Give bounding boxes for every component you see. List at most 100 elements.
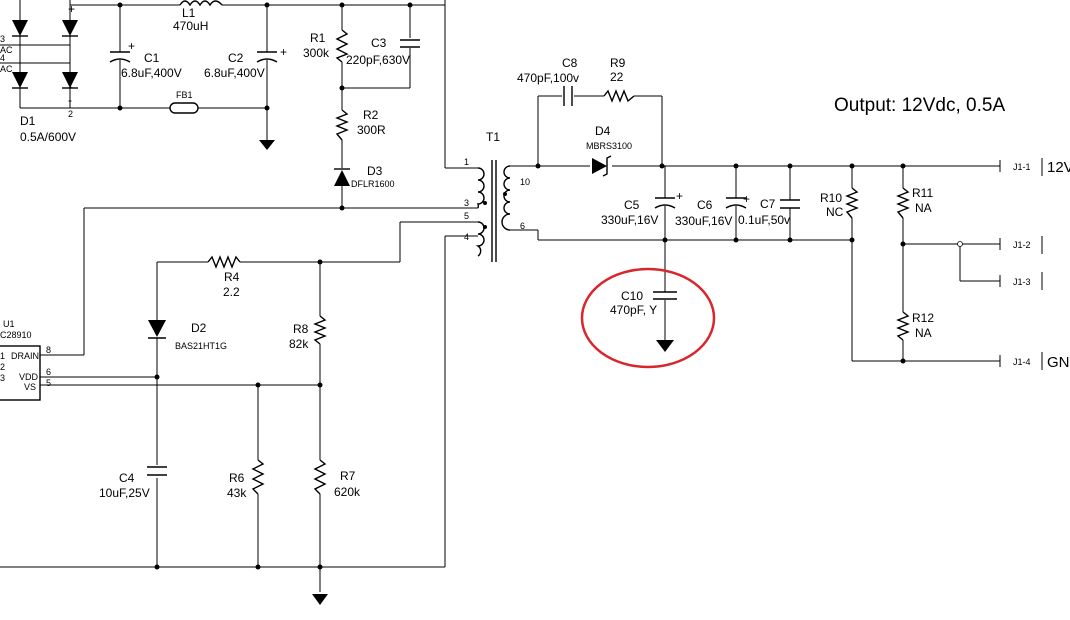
controller-u1: U1 C28910 DRAIN VDD VS 8 6 5 1 2 3 xyxy=(0,319,51,401)
d2-value: BAS21HT1G xyxy=(175,341,227,351)
fb1-ref: FB1 xyxy=(176,90,193,100)
u1-pin-6: 6 xyxy=(46,367,51,377)
r11-value: NA xyxy=(915,201,932,215)
connector-j1: J1-1 12V J1-2 J1-3 J1-4 GN xyxy=(1013,159,1070,371)
l1-ref: L1 xyxy=(182,6,196,20)
diode-d2: D2 BAS21HT1G xyxy=(148,320,227,351)
capacitor-c3: C3 220pF,630V xyxy=(346,36,420,67)
d2-ref: D2 xyxy=(191,321,207,335)
d4-ref: D4 xyxy=(595,124,611,138)
r6-ref: R6 xyxy=(229,471,245,485)
capacitor-c8: C8 470pF,100v xyxy=(517,56,579,106)
c2-polarity: + xyxy=(280,45,287,59)
d3-value: DFLR1600 xyxy=(351,179,395,189)
resistor-r12: R12 NA xyxy=(896,311,934,341)
junctions xyxy=(117,2,963,570)
r10-ref: R10 xyxy=(820,191,842,205)
l1-value: 470uH xyxy=(173,19,208,33)
d4-value: MBRS3100 xyxy=(586,141,632,151)
r6-value: 43k xyxy=(227,486,247,500)
ground-symbol-c2 xyxy=(259,140,275,150)
c6-ref: C6 xyxy=(697,198,713,212)
r2-ref: R2 xyxy=(363,108,379,122)
c4-ref: C4 xyxy=(119,471,135,485)
c10-value: 470pF, Y xyxy=(610,303,657,317)
capacitor-c2: + C2 6.8uF,400V xyxy=(204,45,287,80)
c1-polarity: + xyxy=(128,39,135,53)
j1-4-pin: J1-4 xyxy=(1013,357,1031,367)
c7-ref: C7 xyxy=(760,197,776,211)
r10-value: NC xyxy=(826,205,844,219)
t1-pin-10: 10 xyxy=(520,177,530,187)
capacitor-c7: C7 0.1uF,50v xyxy=(738,197,800,227)
bridge-ac-bot-label: AC xyxy=(0,64,13,74)
diode-d4: D4 MBRS3100 xyxy=(586,124,632,177)
r7-value: 620k xyxy=(334,485,361,499)
resistor-r7: R7 620k xyxy=(313,459,361,499)
bridge-plus-label: + xyxy=(68,2,75,16)
c10-ref: C10 xyxy=(621,289,643,303)
highlight-circle xyxy=(580,267,716,369)
resistor-r8: R8 82k xyxy=(289,315,327,351)
u1-vs-label: VS xyxy=(24,382,36,392)
c5-polarity: + xyxy=(676,189,683,203)
t1-pin-1: 1 xyxy=(464,157,469,167)
u1-pin-8: 8 xyxy=(46,345,51,355)
c2-value: 6.8uF,400V xyxy=(204,66,265,80)
bridge-pin-4: 4 xyxy=(0,53,5,63)
r4-ref: R4 xyxy=(224,270,240,284)
r11-ref: R11 xyxy=(912,186,933,200)
d1-ref: D1 xyxy=(20,114,36,128)
t1-pin-3: 3 xyxy=(464,198,469,208)
j1-2-pin: J1-2 xyxy=(1013,240,1031,250)
capacitor-c5: + C5 330uF,16V xyxy=(601,189,683,227)
c6-polarity: + xyxy=(743,192,750,206)
ground-symbol-main xyxy=(312,594,328,605)
capacitor-c1: + C1 6.8uF,400V xyxy=(109,39,182,80)
d3-ref: D3 xyxy=(367,164,383,178)
diode-d3: D3 DFLR1600 xyxy=(334,164,395,189)
capacitor-c10: C10 470pF, Y xyxy=(610,289,677,352)
u1-pin-l2: 2 xyxy=(0,362,5,372)
resistor-r9: R9 22 xyxy=(603,56,635,103)
inductor-l1: L1 470uH xyxy=(173,0,223,33)
c3-ref: C3 xyxy=(371,36,387,50)
u1-ref: U1 xyxy=(3,319,15,329)
wires xyxy=(0,0,1043,592)
t1-pin-5: 5 xyxy=(464,211,469,221)
resistor-r11: R11 NA xyxy=(896,186,933,219)
resistor-r4: R4 2.2 xyxy=(207,255,241,299)
resistor-r2: R2 300R xyxy=(335,108,386,141)
j1-3-pin: J1-3 xyxy=(1013,277,1031,287)
r2-value: 300R xyxy=(357,123,386,137)
c2-ref: C2 xyxy=(228,51,244,65)
t1-pin-6: 6 xyxy=(520,221,525,231)
c4-value: 10uF,25V xyxy=(99,486,150,500)
c5-ref: C5 xyxy=(624,198,640,212)
r4-value: 2.2 xyxy=(223,285,240,299)
ferrite-bead-fb1: FB1 xyxy=(169,90,199,114)
c6-value: 330uF,16V xyxy=(675,214,732,228)
ground-symbol-c10 xyxy=(656,340,674,352)
c8-value: 470pF,100v xyxy=(517,71,579,85)
r8-ref: R8 xyxy=(293,322,309,336)
output-headline: Output: 12Vdc, 0.5A xyxy=(834,95,1005,116)
r1-value: 300k xyxy=(303,46,330,60)
r7-ref: R7 xyxy=(340,469,356,483)
bridge-pin-1: 1 xyxy=(68,80,73,90)
u1-pin-l3: 3 xyxy=(0,373,5,383)
c1-value: 6.8uF,400V xyxy=(121,66,182,80)
resistor-r1: R1 300k xyxy=(303,29,349,63)
c5-value: 330uF,16V xyxy=(601,213,658,227)
j1-1-label: 12V xyxy=(1047,159,1070,176)
r12-ref: R12 xyxy=(912,311,934,325)
u1-pin-5: 5 xyxy=(46,378,51,388)
bridge-pin-2: 2 xyxy=(68,109,73,119)
bridge-ac-top-label: AC xyxy=(0,45,13,55)
bridge-pin-3: 3 xyxy=(0,34,5,44)
r1-ref: R1 xyxy=(310,31,326,45)
c7-value: 0.1uF,50v xyxy=(738,213,790,227)
t1-pin-4: 4 xyxy=(464,232,469,242)
r12-value: NA xyxy=(915,326,932,340)
